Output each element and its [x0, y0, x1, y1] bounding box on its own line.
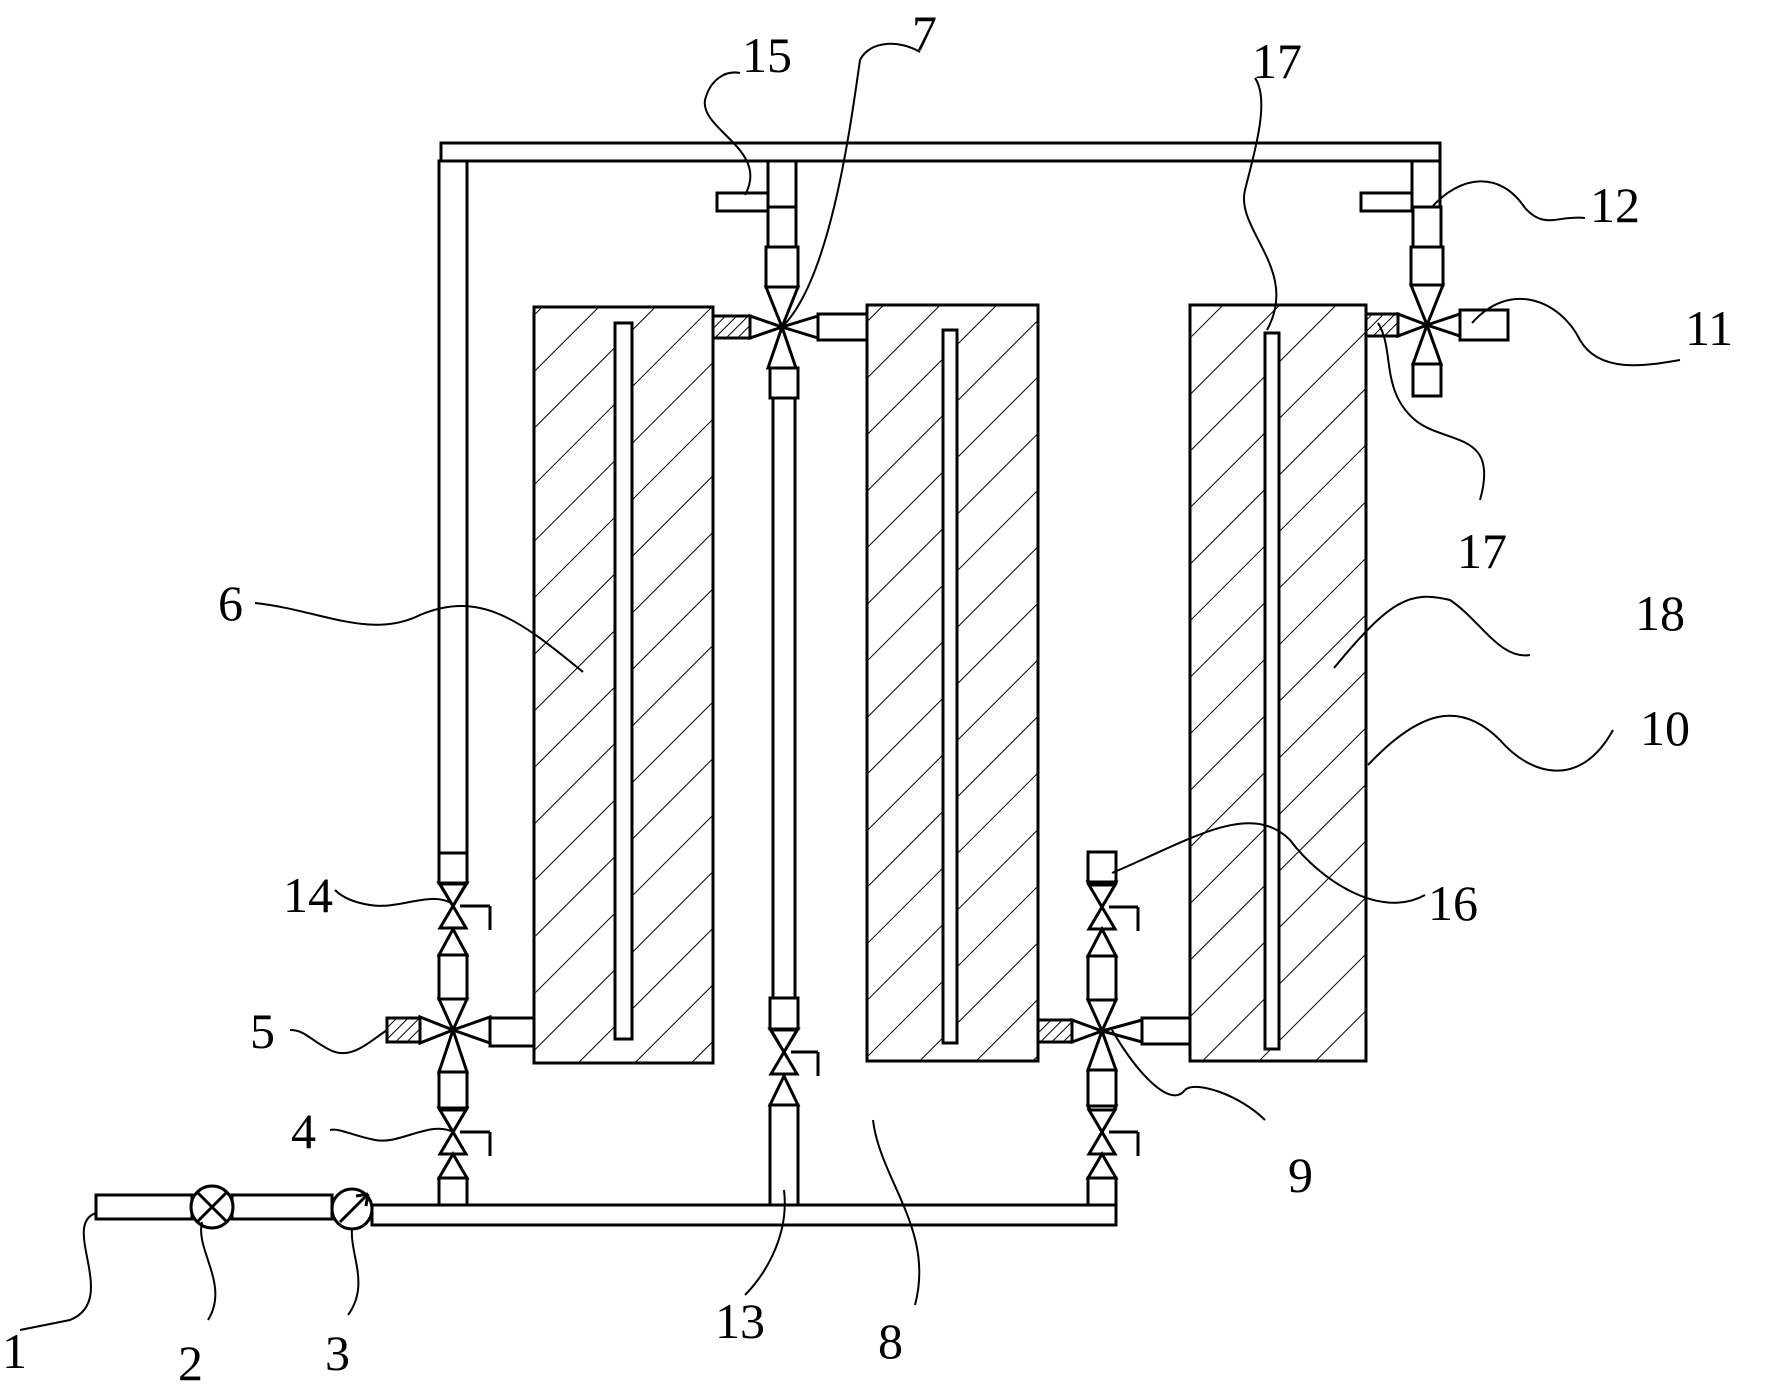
valve-2-icon	[189, 1184, 235, 1230]
label-3: 3	[325, 1325, 350, 1381]
pump-3-icon	[330, 1187, 374, 1231]
label-16: 16	[1428, 875, 1478, 931]
column-10	[1188, 303, 1368, 1063]
label-5: 5	[250, 1003, 275, 1059]
left-riser-pipe	[437, 159, 469, 855]
middle-pipe	[768, 366, 800, 1031]
label-17-right: 17	[1457, 523, 1507, 579]
label-10: 10	[1640, 700, 1690, 756]
top-return-pipe	[439, 141, 1442, 163]
column-6	[532, 305, 715, 1065]
label-9: 9	[1288, 1147, 1313, 1203]
reference-labels: 1 2 3 4 5 6 7 8 9 10 11 12 13 14 15 16 1…	[2, 5, 1733, 1390]
valve-12-11	[1359, 159, 1510, 398]
bottom-feed-pipe	[94, 1193, 1118, 1227]
left-valve-stack	[385, 851, 536, 1207]
label-13: 13	[715, 1293, 765, 1349]
label-8: 8	[878, 1313, 903, 1369]
label-2: 2	[178, 1335, 203, 1390]
label-12: 12	[1590, 177, 1640, 233]
valve-15-7	[711, 159, 869, 400]
label-17-top: 17	[1252, 33, 1302, 89]
label-7: 7	[912, 5, 937, 61]
label-1: 1	[2, 1323, 27, 1379]
column-8	[865, 303, 1040, 1063]
right-valve-stack	[1036, 850, 1192, 1207]
label-14: 14	[283, 867, 333, 923]
label-15: 15	[742, 27, 792, 83]
label-6: 6	[218, 575, 243, 631]
valve-13	[767, 1027, 820, 1207]
leader-lines	[19, 42, 1681, 1331]
label-4: 4	[291, 1103, 316, 1159]
label-11: 11	[1685, 300, 1733, 356]
label-18: 18	[1635, 585, 1685, 641]
